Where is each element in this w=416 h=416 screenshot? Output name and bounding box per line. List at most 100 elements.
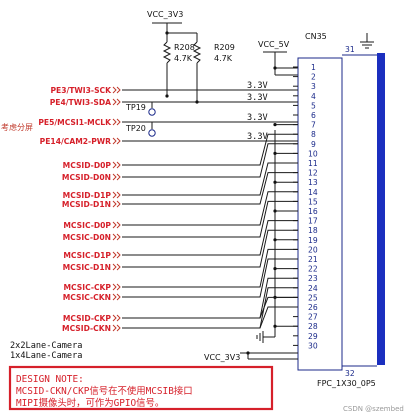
mipi-net — [122, 277, 298, 319]
pin-number: 30 — [308, 341, 318, 350]
vcc-3v3-top-label: VCC_3V3 — [147, 10, 183, 19]
signal-label: MCSIC-D0P — [63, 221, 111, 230]
mipi-net — [122, 248, 298, 288]
pin-number: 21 — [308, 255, 318, 264]
mipi-net — [122, 200, 298, 238]
cn35-part-number: FPC_1X30_0P5 — [317, 379, 376, 388]
signal-arrow — [116, 137, 121, 145]
signal-label: PE4/TWI3-SDA — [50, 98, 111, 107]
mipi-net — [122, 143, 298, 178]
signal-arrow — [112, 137, 117, 145]
watermark: CSDN @szembed — [343, 405, 404, 413]
signal-arrow — [116, 233, 121, 241]
junction-dot — [273, 324, 277, 328]
level-label-4: 3.3V — [247, 132, 268, 142]
tp19-label: TP19 — [125, 103, 146, 112]
handwritten-note: 考虑分屏 — [1, 122, 33, 132]
signal-label: MCSID-D0N — [62, 173, 111, 182]
signal-label: MCSID-CKP — [63, 314, 112, 323]
lane-label-2x2: 2x2Lane-Camera — [10, 341, 82, 351]
mipi-net — [122, 258, 298, 298]
pin-number: 2 — [311, 73, 316, 82]
signal-arrow — [112, 221, 117, 229]
signal-label: MCSIC-D1P — [63, 251, 111, 260]
pin-number: 16 — [308, 207, 318, 216]
signal-label: PE14/CAM2-PWR — [40, 137, 111, 146]
signal-arrow — [116, 221, 121, 229]
junction-dot — [273, 66, 277, 70]
mipi-net — [122, 172, 298, 205]
signal-arrow — [116, 191, 121, 199]
tp20-pad — [148, 129, 156, 137]
mipi-net — [122, 162, 298, 196]
mipi-net — [122, 287, 298, 329]
signal-arrow — [112, 283, 117, 291]
pin-number: 4 — [311, 92, 316, 101]
mipi-net — [122, 191, 298, 226]
tp19-pad — [148, 108, 156, 116]
pin-number: 14 — [308, 188, 318, 197]
junction-dot — [195, 100, 199, 104]
pin-number: 3 — [311, 82, 316, 91]
cn35-pin-leads — [293, 66, 298, 346]
signal-label: MCSID-D1N — [62, 200, 111, 209]
pin-number: 7 — [311, 121, 316, 130]
signal-arrows — [112, 86, 121, 332]
signal-arrow — [112, 324, 117, 332]
pin-number: 9 — [311, 140, 316, 149]
junction-dot — [273, 209, 277, 213]
signal-arrow — [116, 86, 121, 94]
mount-pin-32: 32 — [345, 369, 355, 378]
pin-number: 10 — [308, 149, 318, 158]
level-label-1: 3.3V — [247, 81, 268, 91]
r209-value: 4.7K — [214, 54, 233, 63]
signal-label: PE3/TWI3-SCK — [50, 86, 112, 95]
pin-number: 8 — [311, 130, 316, 139]
signal-arrow — [116, 283, 121, 291]
signal-arrow — [112, 251, 117, 259]
mipi-pair-nets — [122, 133, 298, 329]
signal-arrow — [116, 118, 121, 126]
junction-dot — [246, 351, 250, 355]
pin-number: 25 — [308, 293, 318, 302]
signal-arrow — [112, 98, 117, 106]
signal-arrow — [116, 314, 121, 322]
mount-pin-31: 31 — [345, 45, 355, 54]
mipi-net — [259, 296, 298, 319]
tp20-label: TP20 — [125, 124, 146, 133]
signal-label: MCSID-D0P — [63, 161, 112, 170]
mipi-net — [122, 229, 298, 268]
level-label-2: 3.3V — [247, 93, 268, 103]
pin-number: 20 — [308, 245, 318, 254]
junction-dot — [273, 151, 277, 155]
pin-number: 19 — [308, 236, 318, 245]
signal-arrow — [116, 251, 121, 259]
pin-number: 28 — [308, 322, 318, 331]
junction-dot — [273, 238, 277, 242]
signal-arrow — [112, 293, 117, 301]
r208-body — [162, 41, 172, 64]
level-label-3: 3.3V — [247, 113, 268, 123]
signal-arrow — [112, 86, 117, 94]
pin-number: 12 — [308, 169, 318, 178]
pin-number: 17 — [308, 217, 318, 226]
mipi-net — [259, 306, 298, 329]
design-note-title: DESIGN NOTE: — [16, 374, 84, 385]
mipi-net — [122, 133, 298, 166]
pin-number: 13 — [308, 178, 318, 187]
pin-number: 1 — [311, 63, 316, 72]
signal-label: MCSIC-D1N — [63, 263, 111, 272]
signal-arrow — [112, 263, 117, 271]
r209-ref: R209 — [214, 43, 235, 52]
junction-dot — [273, 267, 277, 271]
pin-number: 23 — [308, 274, 318, 283]
signal-label: MCSID-CKN — [62, 324, 111, 333]
r208-value: 4.7K — [174, 54, 193, 63]
design-note-line2: MIPI摄像头时，可作为GPIO信号。 — [16, 397, 164, 409]
signal-arrow — [112, 314, 117, 322]
pin-number: 18 — [308, 226, 318, 235]
signal-arrow — [112, 161, 117, 169]
pin-number: 24 — [308, 284, 318, 293]
signal-label: MCSIC-D0N — [63, 233, 111, 242]
signal-label: MCSIC-CKP — [64, 283, 112, 292]
